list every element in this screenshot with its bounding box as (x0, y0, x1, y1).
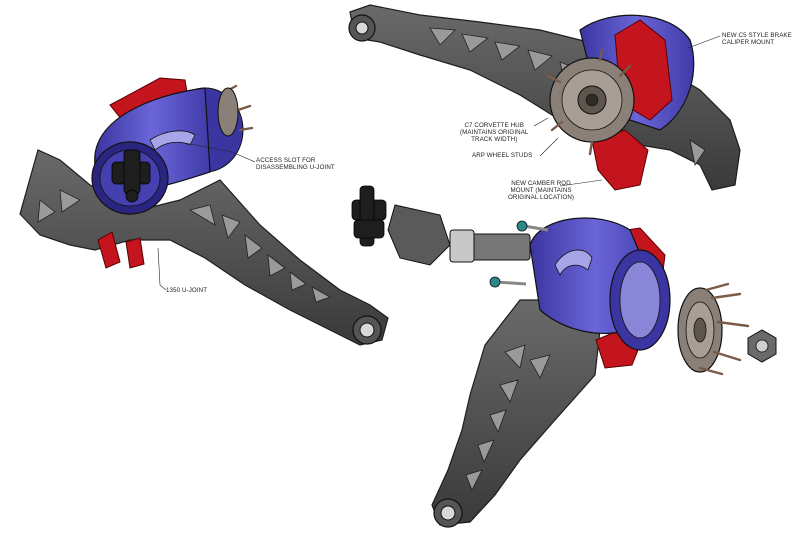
callout-line: DISASSEMBLING U-JOINT (256, 164, 335, 171)
bottom-trailing-arm (431, 299, 601, 526)
callout-studs: ARP WHEEL STUDS (472, 152, 532, 159)
bottom-wheel-studs (698, 282, 750, 376)
callout-access-slot: ACCESS SLOT FOR DISASSEMBLING U-JOINT (256, 157, 335, 171)
callout-line: MOUNT (MAINTAINS (510, 187, 572, 194)
top-camber-mount (591, 129, 649, 191)
leader-lines (157, 35, 721, 291)
left-lower-bracket (97, 231, 121, 269)
callout-line: NEW CAMBER ROD (511, 180, 571, 187)
callout-line: ACCESS SLOT FOR (256, 157, 316, 164)
callout-line: C7 CORVETTE HUB (464, 122, 524, 129)
callout-line: (MAINTAINS ORIGINAL (460, 129, 529, 136)
left-assembly (19, 77, 389, 346)
callout-line: CALIPER MOUNT (722, 39, 775, 46)
callout-line: NEW C5 STYLE BRAKE (722, 32, 792, 39)
callout-line: ORIGINAL LOCATION) (508, 194, 575, 201)
bottom-assembly (351, 185, 777, 528)
bottom-u-joint (351, 185, 387, 247)
callout-camber: NEW CAMBER ROD MOUNT (MAINTAINS ORIGINAL… (508, 180, 574, 201)
bottom-lug-nut (747, 329, 777, 363)
callout-line: 1350 U-JOINT (166, 287, 208, 294)
bottom-bolts (489, 220, 549, 288)
top-trailing-arm (349, 4, 741, 191)
left-access-slot (149, 130, 196, 151)
left-trailing-arm (19, 149, 389, 346)
bottom-flange-yoke (387, 204, 451, 266)
top-wheel-studs (546, 48, 632, 156)
top-right-assembly (348, 4, 741, 191)
callout-line: TRACK WIDTH) (471, 136, 518, 143)
left-u-joint (111, 149, 151, 203)
top-arm-truss (429, 27, 706, 167)
callout-hub: C7 CORVETTE HUB (MAINTAINS ORIGINAL TRAC… (460, 122, 528, 143)
callout-u-joint: 1350 U-JOINT (166, 287, 207, 294)
bottom-access-slot (554, 249, 593, 276)
bottom-arm-truss (465, 344, 551, 491)
left-arm-truss (37, 189, 331, 303)
bottom-axle-spline (469, 233, 531, 261)
callout-brake-mount: NEW C5 STYLE BRAKE CALIPER MOUNT (722, 32, 792, 46)
callout-line: ARP WHEEL STUDS (472, 152, 533, 159)
